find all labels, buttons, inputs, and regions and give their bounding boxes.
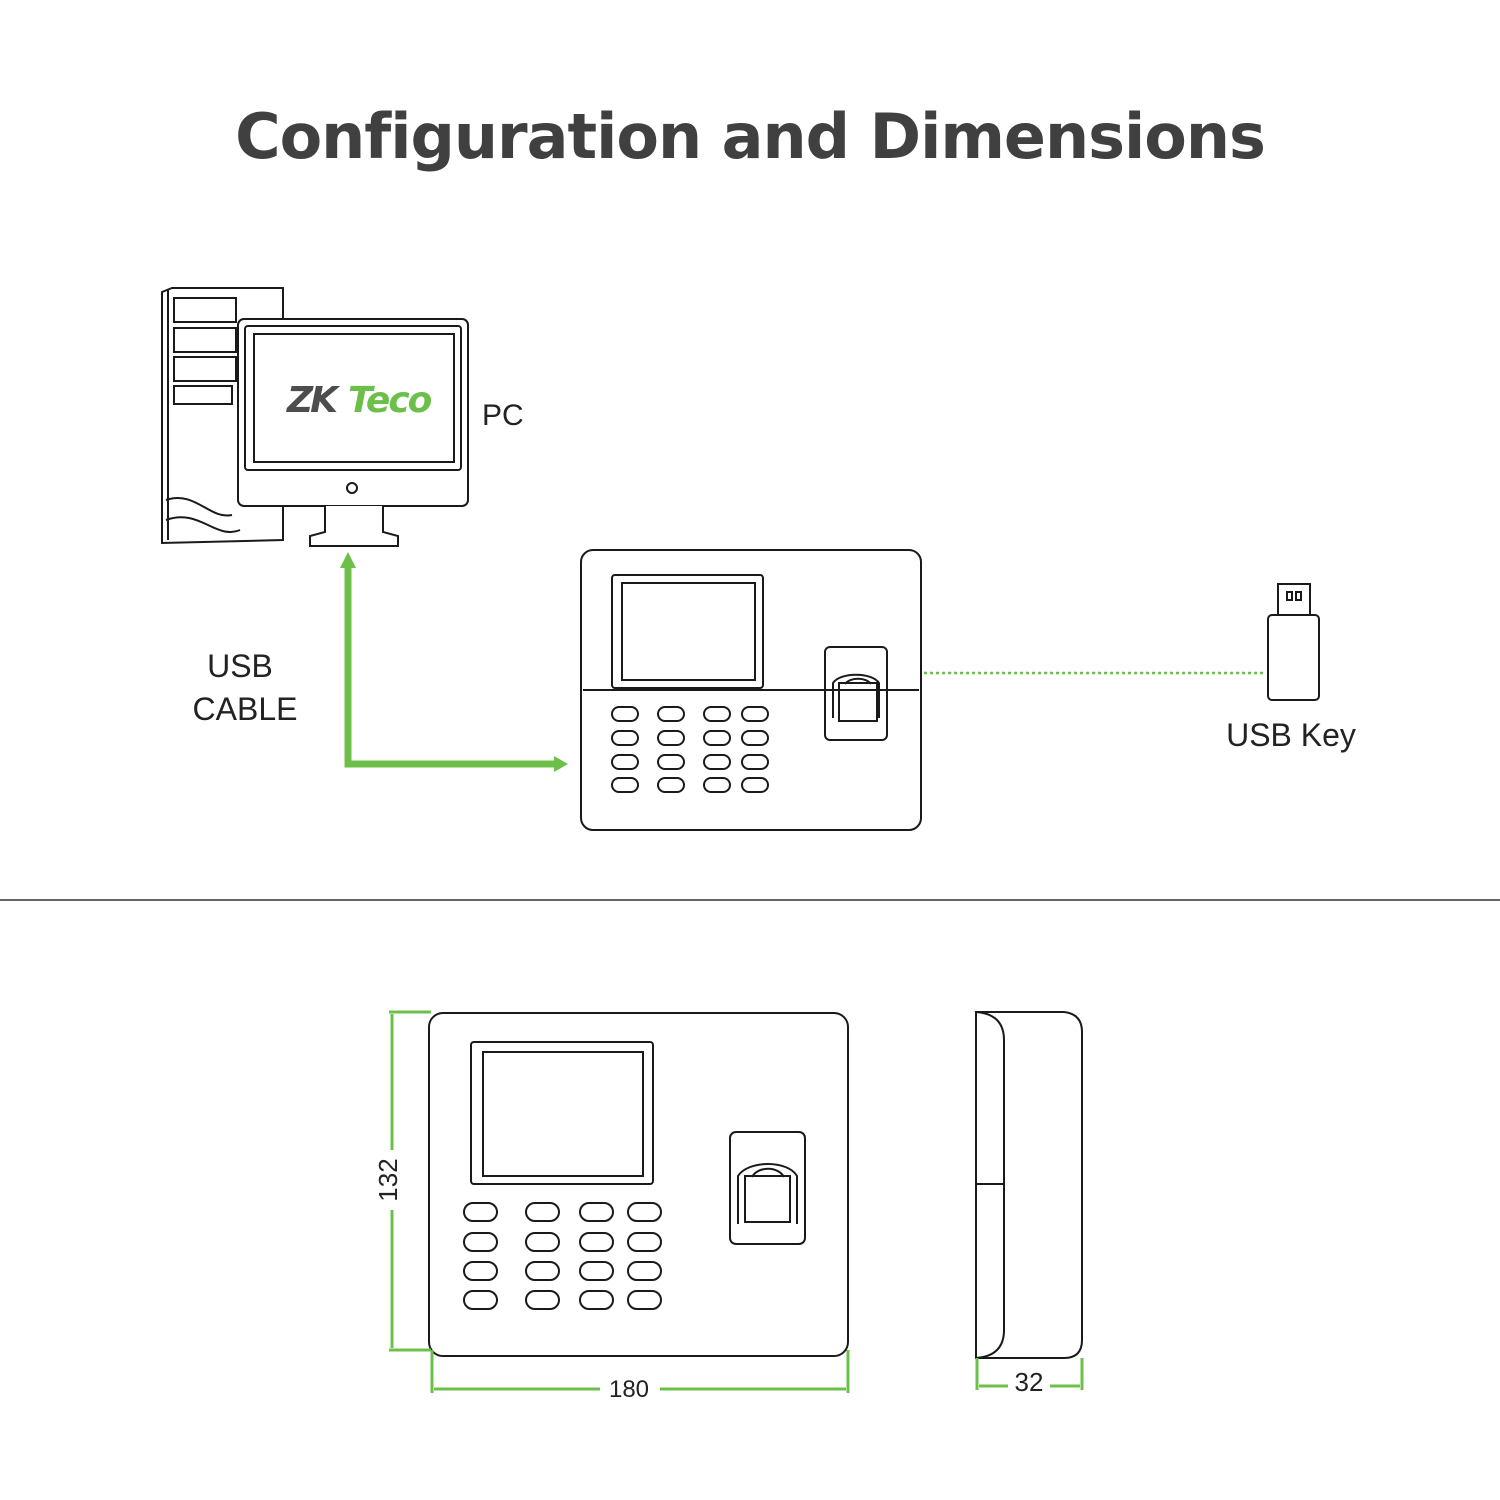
keypad-key [525,1261,560,1281]
attendance-device-icon [580,549,922,831]
keypad-key [741,730,769,746]
keypad-key [703,730,731,746]
keypad-key [657,730,685,746]
keypad-top [611,706,769,793]
keypad-key [579,1290,614,1310]
keypad-front [463,1202,662,1310]
keypad-key [741,754,769,770]
usb-cable-arrow [340,552,568,772]
arrow-head-right [554,756,568,772]
width-dimension-label: 180 [609,1376,649,1403]
device-front-view [428,1012,849,1357]
keypad-key [657,754,685,770]
keypad-key [525,1232,560,1252]
keypad-key [611,777,639,793]
depth-dimension [975,1358,1084,1390]
keypad-key [463,1202,498,1222]
usb-key-label: USB Key [1226,717,1356,753]
device-side-view [975,1011,1083,1359]
keypad-key [579,1202,614,1222]
pc-label: PC [482,399,524,432]
keypad-key [627,1232,662,1252]
height-dimension-label: 132 [373,1158,403,1201]
keypad-key [463,1232,498,1252]
usb-cable-label-line1: USB [207,648,273,684]
keypad-key [525,1202,560,1222]
keypad-key [463,1290,498,1310]
keypad-key [579,1261,614,1281]
keypad-key [627,1202,662,1222]
keypad-key [657,777,685,793]
depth-dimension-label: 32 [1015,1367,1044,1397]
usb-cable-label-line2: CABLE [193,691,298,727]
fingerprint-sensor-top [824,646,888,741]
keypad-key [703,706,731,722]
keypad-key [703,777,731,793]
keypad-key [703,754,731,770]
monitor-icon [237,318,469,547]
keypad-key [525,1290,560,1310]
logo-teco-text: Teco [348,380,432,421]
keypad-key [611,730,639,746]
keypad-key [611,754,639,770]
height-dimension [389,1010,431,1352]
zkteco-logo: ZK Teco [286,380,434,421]
keypad-key [657,706,685,722]
fingerprint-sensor-front [729,1131,806,1245]
keypad-key [579,1232,614,1252]
keypad-key [627,1290,662,1310]
keypad-key [741,777,769,793]
keypad-key [611,706,639,722]
arrow-head-up [340,552,356,568]
keypad-key [463,1261,498,1281]
keypad-key [741,706,769,722]
logo-zk-text: ZK [286,380,341,421]
keypad-key [627,1261,662,1281]
page-title: Configuration and Dimensions [235,100,1266,173]
usb-key-icon [1267,583,1320,701]
width-dimension [430,1350,850,1393]
